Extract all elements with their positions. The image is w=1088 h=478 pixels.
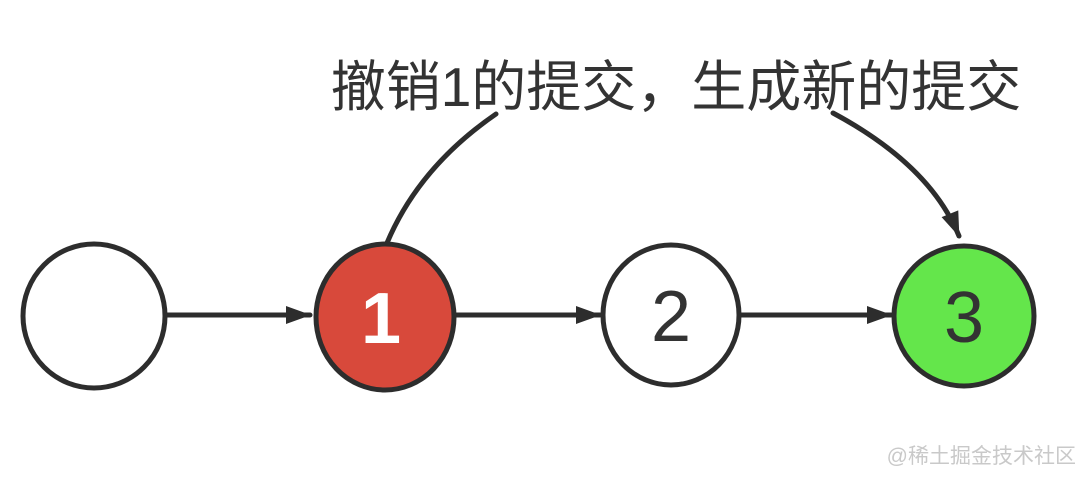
node-initial-commit [20, 241, 168, 391]
annotation-title: 撤销1的提交，生成新的提交 [331, 56, 1022, 118]
curve-arrow-to-commit-3 [830, 110, 962, 239]
node-commit-2-label: 2 [651, 277, 691, 357]
node-commit-2 [600, 242, 742, 388]
node-commit-1-label-bold: 1 [361, 279, 401, 359]
node-commit-1-label: 1 [361, 279, 401, 359]
node-commit-3 [891, 243, 1037, 389]
node-commit-3-label: 3 [944, 278, 984, 358]
watermark: @稀土掘金技术社区 [887, 445, 1076, 468]
node-commit-1 [313, 241, 457, 393]
curve-connector-to-commit-1 [384, 111, 499, 246]
